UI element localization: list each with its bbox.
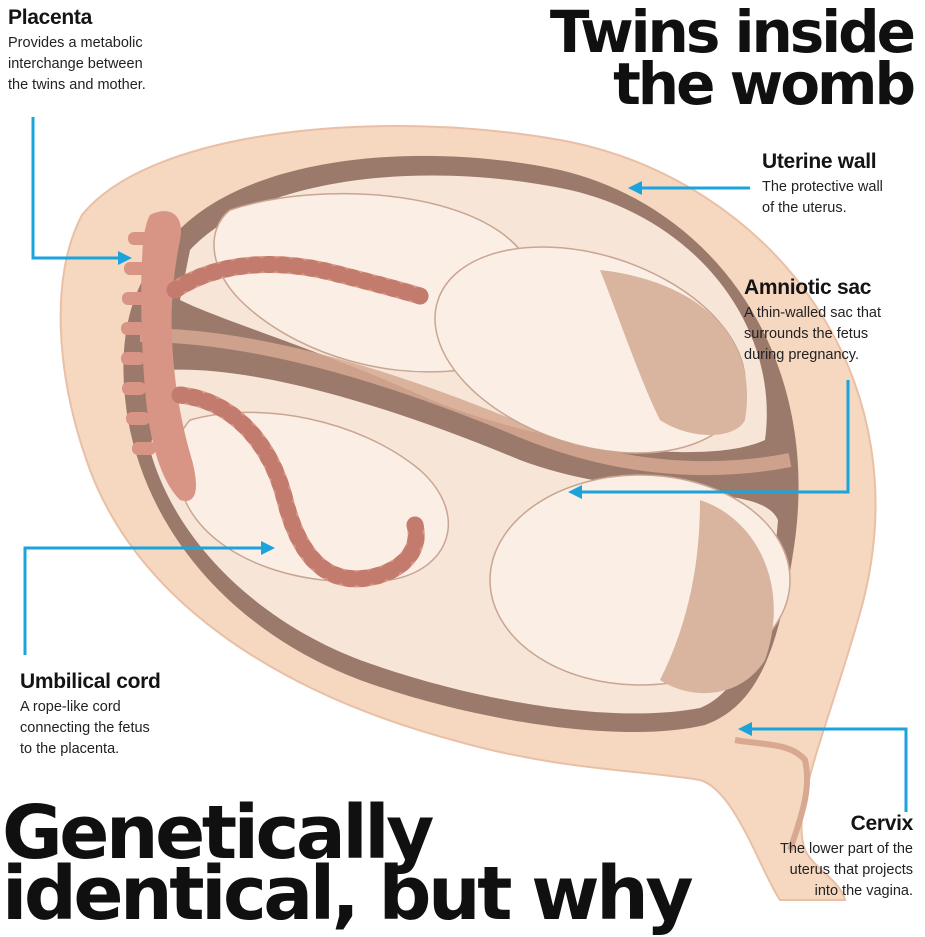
cervix-label: Cervix The lower part of the uterus that… <box>780 812 913 902</box>
placenta-label: Placenta Provides a metabolic interchang… <box>8 6 146 96</box>
uterine-wall-label-title: Uterine wall <box>762 150 883 174</box>
placenta-label-title: Placenta <box>8 6 146 30</box>
section-headline: Genetically identical, but why <box>2 803 690 924</box>
twins-womb-illustration <box>0 0 925 908</box>
umbilical-cord-label-description: A rope-like cord connecting the fetus to… <box>20 697 161 760</box>
amniotic-sac-label-description: A thin-walled sac that surrounds the fet… <box>744 303 881 366</box>
page-title: Twins inside the womb <box>550 6 913 110</box>
cervix-label-description: The lower part of the uterus that projec… <box>780 839 913 902</box>
uterine-wall-label-description: The protective wall of the uterus. <box>762 177 883 219</box>
uterine-wall-label: Uterine wall The protective wall of the … <box>762 150 883 219</box>
amniotic-sac-label: Amniotic sac A thin-walled sac that surr… <box>744 276 881 366</box>
placenta-label-description: Provides a metabolic interchange between… <box>8 33 146 96</box>
cervix-label-title: Cervix <box>780 812 913 836</box>
amniotic-sac-label-title: Amniotic sac <box>744 276 881 300</box>
umbilical-cord-label: Umbilical cord A rope-like cord connecti… <box>20 670 161 760</box>
umbilical-cord-label-title: Umbilical cord <box>20 670 161 694</box>
